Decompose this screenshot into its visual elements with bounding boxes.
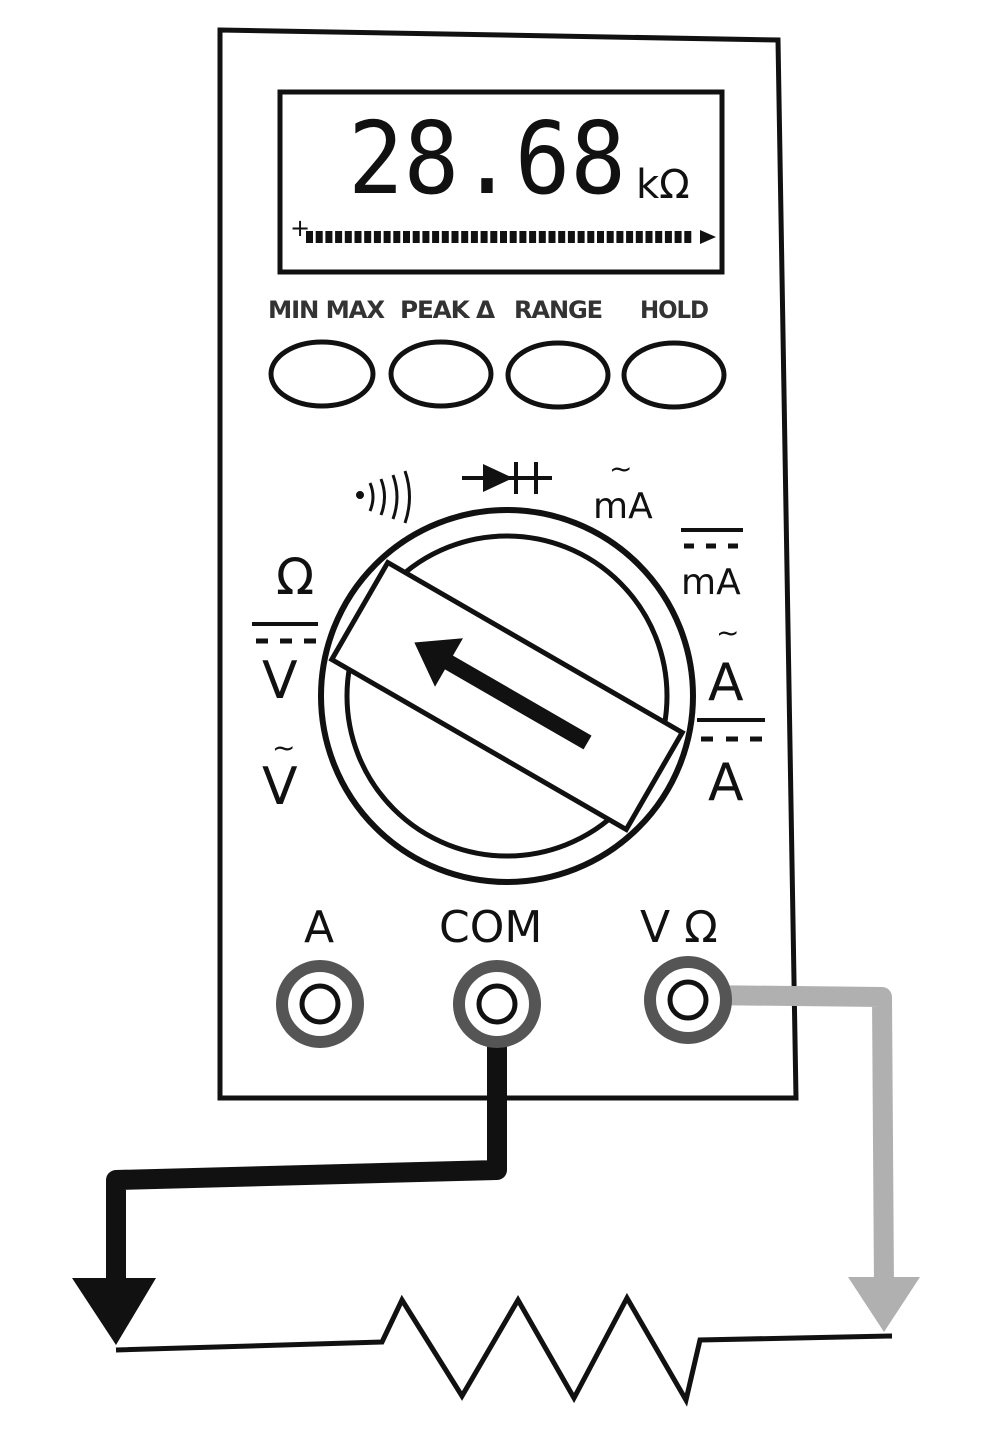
v-ohm-test-lead [699,985,894,1289]
bargraph-segment [364,231,372,243]
bargraph-segment [325,231,333,243]
bargraph-segment [470,231,478,243]
bargraph-segment [412,231,420,243]
bargraph-segment [335,231,343,243]
com-jack[interactable] [453,960,541,1048]
com-lead-probe-arrow-icon [72,1278,156,1345]
svg-text:~: ~ [716,616,739,649]
bargraph-plus-sign: + [290,214,310,242]
bargraph-segment [548,231,556,243]
dc-milliamps-label: mA [681,528,743,603]
bargraph-segment [587,231,595,243]
svg-text:V: V [262,651,298,711]
bargraph-segment [567,231,575,243]
bargraph-segment [684,231,692,243]
ac-volts-label: ~ V [262,731,298,817]
bargraph-segment [422,231,430,243]
rotary-selector-dial[interactable] [318,507,696,885]
bargraph-segment [538,231,546,243]
svg-text:A: A [708,653,744,713]
bargraph-segment [500,231,507,243]
bargraph-segment [306,231,313,243]
resistor [115,1292,893,1407]
svg-text:mA: mA [681,562,741,603]
hold-button[interactable] [621,340,727,410]
bargraph-segment [383,231,391,243]
svg-text:~: ~ [609,452,632,485]
a-jack[interactable] [276,960,364,1048]
range-label: RANGE [514,296,602,324]
range-button[interactable] [505,340,611,410]
analog-bargraph [306,231,692,243]
com-test-lead [106,1030,507,1290]
ac-amps-label: ~ A [708,616,744,713]
a-jack-label: A [304,902,334,953]
bargraph-segment [626,231,634,243]
bargraph-segment [373,231,381,243]
bargraph-segment [393,231,401,243]
lcd-display: 28.68 kΩ + [277,89,725,275]
bargraph-segment [645,231,653,243]
v-lead-probe-arrow-icon [848,1277,920,1332]
bargraph-segment [674,231,682,243]
function-buttons: MIN MAX PEAK Δ RANGE HOLD [268,296,727,410]
bargraph-segment [558,231,566,243]
jack-labels: A COM V Ω [304,902,718,953]
test-leads [72,985,920,1345]
bargraph-segment [451,231,459,243]
svg-text:mA: mA [593,486,653,527]
bargraph-segment [344,231,352,243]
min-max-button[interactable] [268,339,376,409]
dc-volts-label: V [252,622,318,711]
bargraph-segment [655,231,663,243]
svg-text:~: ~ [272,731,295,764]
dial-labels: ~ mA Ω mA V ~ A ~ V [252,452,765,817]
bargraph-segment [616,231,624,243]
bargraph-segment [441,231,449,243]
peak-delta-label: PEAK Δ [400,296,495,324]
bargraph-segment [577,231,585,243]
bargraph-segment [529,231,537,243]
continuity-icon [356,470,411,524]
bargraph-segment [480,231,488,243]
bargraph-segment [635,231,643,243]
v-ohm-jack[interactable] [644,956,732,1044]
bargraph-segment [432,231,440,243]
ac-milliamps-label: ~ mA [593,452,653,527]
bargraph-segment [519,231,527,243]
dc-amps-label: A [697,718,765,813]
ohms-label: Ω [276,548,314,606]
resistor-zigzag-icon [115,1292,893,1407]
bargraph-segment [315,231,323,243]
bargraph-segment [597,231,604,243]
bargraph-arrow-icon [700,230,716,244]
selector-pointer-arrow-icon [414,638,592,750]
peak-delta-button[interactable] [388,339,494,409]
bargraph-segment [354,231,362,243]
v-ohm-jack-label: V Ω [640,902,718,953]
display-unit: kΩ [636,162,690,208]
svg-text:A: A [708,753,744,813]
display-reading: 28.68 [348,100,626,217]
diode-icon [462,462,552,494]
com-jack-label: COM [439,902,542,953]
min-max-label: MIN MAX [268,296,386,324]
bargraph-segment [664,231,672,243]
bargraph-segment [403,231,410,243]
bargraph-segment [490,231,498,243]
hold-label: HOLD [640,296,708,324]
input-jacks [276,956,732,1048]
bargraph-segment [461,231,469,243]
svg-text:V: V [262,757,298,817]
bargraph-segment [509,231,517,243]
bargraph-segment [606,231,614,243]
